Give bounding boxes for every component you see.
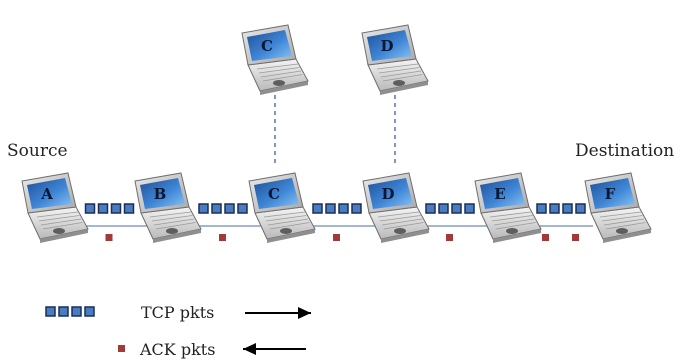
tcp-packet-3-4 [351, 203, 362, 214]
tcp-packet-2-1 [198, 203, 209, 214]
laptop-e-label: E [494, 185, 505, 203]
source-label: Source [7, 141, 68, 161]
packets-layer [84, 203, 586, 241]
legend-tcp-packet [45, 306, 56, 317]
tcp-packet-3-1 [312, 203, 323, 214]
tcp-packet-1-2 [97, 203, 109, 214]
ack-packet-3-1 [333, 234, 340, 241]
laptop-top-c-label: C [261, 37, 273, 55]
tcp-packet-4-1 [425, 203, 436, 214]
laptop-c-label: C [268, 185, 280, 203]
laptop-a-label: A [40, 185, 53, 203]
legend-tcp-packet [71, 306, 82, 317]
tcp-packet-2-3 [224, 203, 235, 214]
laptop-b: B [134, 172, 202, 243]
laptops-layer: A B C D E F C D [21, 24, 652, 243]
ack-packet-5-2 [572, 234, 579, 241]
legend-tcp-arrow-icon [245, 307, 311, 319]
laptop-b-label: B [154, 185, 167, 203]
laptop-f: F [584, 172, 652, 243]
dashed-links-layer [274, 87, 396, 166]
laptop-d: D [362, 172, 430, 243]
legend-tcp-packet [84, 306, 95, 317]
tcp-packet-5-3 [562, 203, 573, 214]
legend-layer [45, 306, 311, 355]
legend-tcp-packet [58, 306, 69, 317]
laptop-f-label: F [605, 185, 616, 203]
laptop-top-d: D [361, 24, 429, 95]
tcp-packet-2-2 [211, 203, 222, 214]
legend-tcp-label: TCP pkts [141, 303, 215, 322]
tcp-packet-3-3 [338, 203, 349, 214]
tcp-packet-4-4 [464, 203, 475, 214]
ack-packet-2-1 [219, 234, 226, 241]
laptop-c: C [248, 172, 316, 243]
laptop-a: A [21, 172, 89, 243]
tcp-packet-4-3 [451, 203, 462, 214]
laptop-top-d-label: D [380, 37, 393, 55]
legend-ack-arrow-icon [243, 343, 306, 355]
ack-packet-1-1 [105, 234, 113, 241]
laptop-top-c: C [241, 24, 309, 95]
laptop-d-label: D [381, 185, 394, 203]
tcp-packet-2-4 [237, 203, 248, 214]
tcp-packet-5-4 [575, 203, 586, 214]
laptop-e: E [474, 172, 542, 243]
ack-packet-4-1 [446, 234, 453, 241]
tcp-packet-3-2 [325, 203, 336, 214]
tcp-packet-5-2 [549, 203, 560, 214]
tcp-packet-1-1 [84, 203, 96, 214]
legend-ack-packet [118, 345, 125, 352]
destination-label: Destination [575, 141, 675, 161]
ack-packet-5-1 [542, 234, 549, 241]
tcp-packet-4-2 [438, 203, 449, 214]
legend-ack-label: ACK pkts [140, 340, 216, 359]
tcp-packet-5-1 [536, 203, 547, 214]
tcp-packet-1-4 [123, 203, 135, 214]
tcp-packet-1-3 [110, 203, 122, 214]
